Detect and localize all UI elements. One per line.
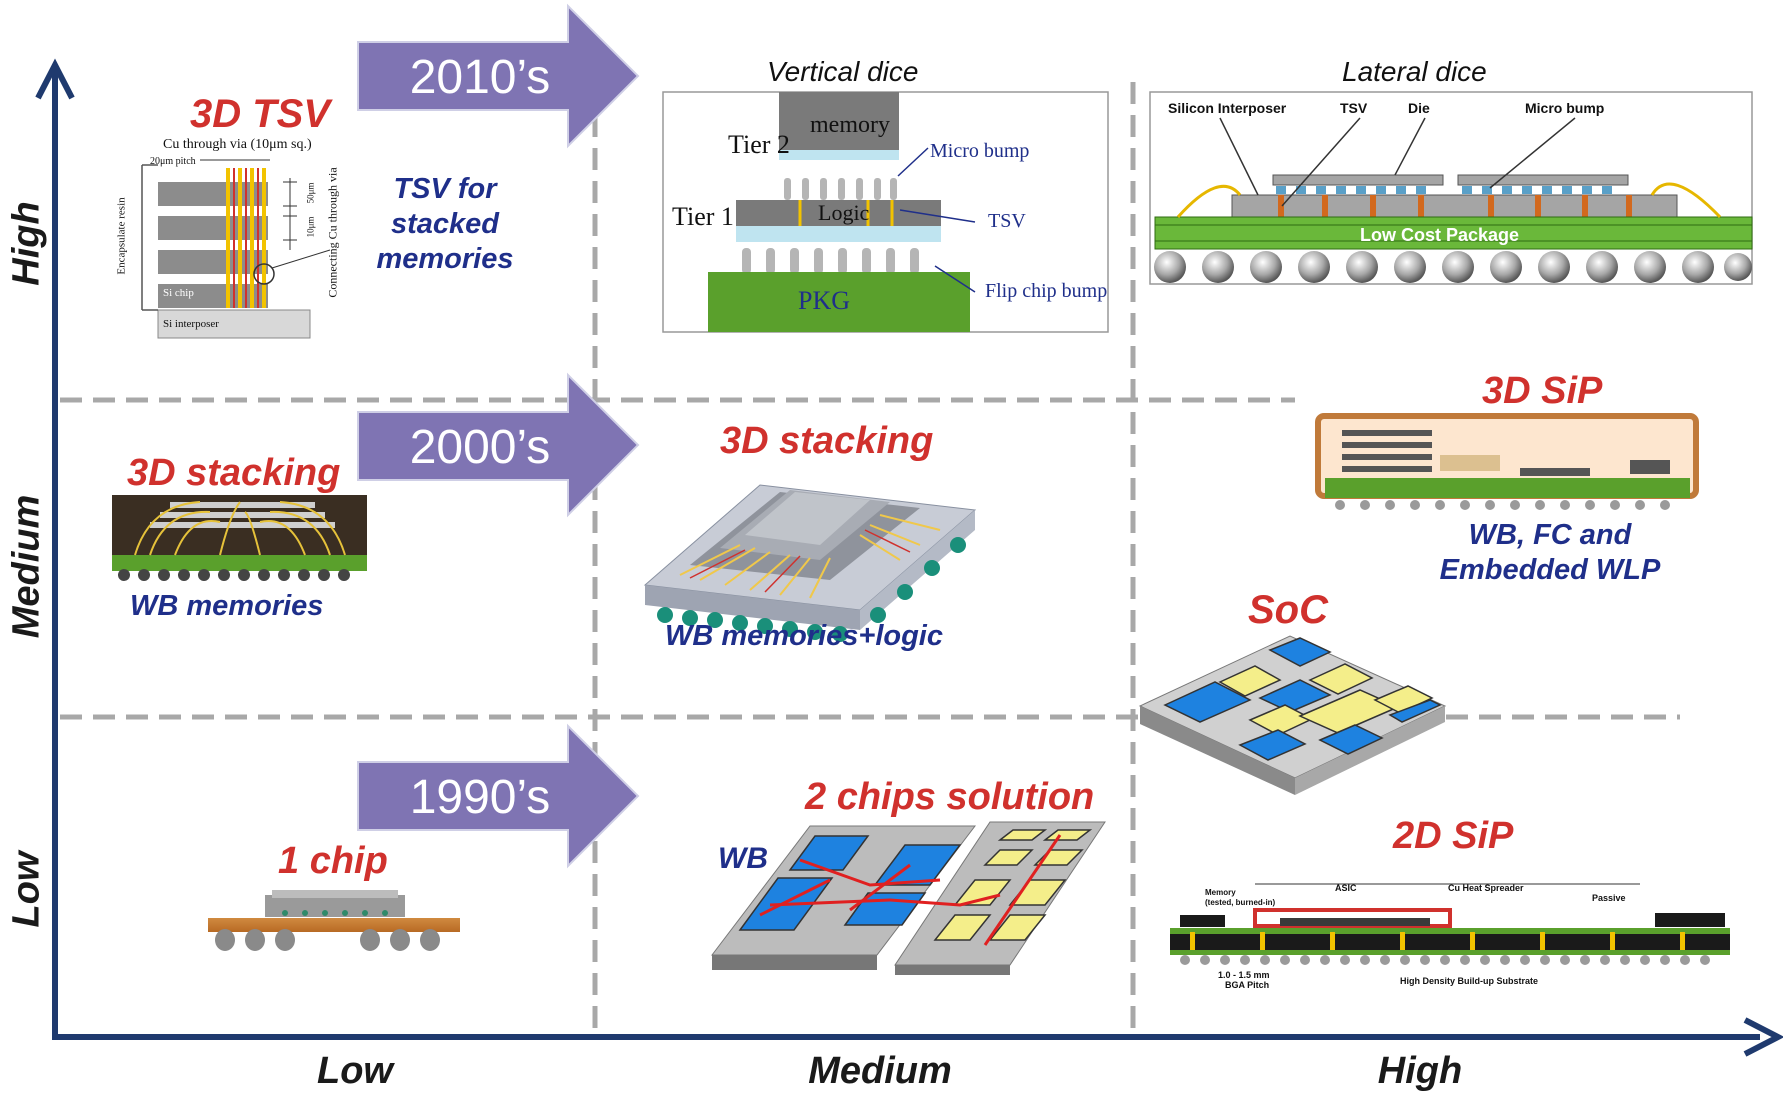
tsv-caption-line-1: TSV for (393, 173, 497, 205)
vertical-label-tsv: TSV (988, 210, 1026, 232)
tsv-label-50um: 50μm (305, 182, 316, 204)
vertical-label-micro-bump: Micro bump (930, 140, 1030, 162)
sip2d-label-heat-spreader: Cu Heat Spreader (1448, 883, 1524, 893)
lateral-label-tsv: TSV (1340, 100, 1368, 116)
x-axis-label-medium: Medium (808, 1050, 952, 1092)
tsv-caption: TSV for stacked memories (365, 172, 525, 277)
sip2d-label-asic: ASIC (1335, 883, 1357, 893)
sip3d-caption-line-2: Embedded WLP (1439, 554, 1661, 586)
soc-chip (1138, 635, 1447, 795)
tsv-label-10um: 10μm (305, 216, 316, 238)
stack-mid-caption: WB memories+logic (665, 620, 943, 652)
sip2d-package (1170, 883, 1730, 965)
one-chip-title: 1 chip (278, 840, 388, 882)
two-chips-wb-label: WB (718, 842, 768, 875)
vertical-label-flip-chip: Flip chip bump (985, 280, 1108, 302)
stack-low-title: 3D stacking (127, 452, 341, 494)
sip2d-label-memory: Memory (1205, 888, 1236, 897)
lateral-dice-panel (1149, 91, 1753, 285)
sip2d-label-pitch: 1.0 - 1.5 mm (1218, 970, 1270, 980)
two-chips-package (710, 821, 1106, 975)
sip3d-caption: WB, FC and Embedded WLP (1420, 518, 1680, 588)
tsv-caption-line-2: stacked (390, 208, 499, 240)
tsv-title: 3D TSV (190, 92, 331, 136)
vertical-dice-panel (662, 91, 1109, 333)
lateral-label-silicon-interposer: Silicon Interposer (1168, 100, 1287, 116)
era-label-2010s: 2010’s (409, 51, 551, 104)
lateral-label-die: Die (1408, 100, 1430, 116)
x-axis-label-high: High (1377, 1050, 1463, 1092)
stack-mid-title: 3D stacking (720, 420, 934, 462)
sip3d-caption-line-1: WB, FC and (1468, 519, 1632, 551)
tsv-cross-section (141, 159, 331, 339)
x-axis-arrowhead (1743, 1017, 1783, 1057)
era-arrows (357, 3, 640, 869)
sip2d-label-bga-pitch: BGA Pitch (1225, 980, 1270, 990)
sip2d-label-passive: Passive (1592, 893, 1626, 903)
lateral-label-micro-bump: Micro bump (1525, 100, 1605, 116)
tsv-label-resin: Encapsulate resin (115, 197, 128, 275)
tsv-label-via: Cu through via (10μm sq.) (163, 137, 312, 152)
vertical-label-logic: Logic (818, 200, 870, 225)
vertical-label-pkg: PKG (798, 286, 851, 315)
one-chip-package (208, 890, 460, 951)
vertical-dice-caption: Vertical dice (767, 56, 919, 87)
vertical-label-memory: memory (810, 112, 890, 138)
wb-memories-package (112, 495, 367, 581)
sip3d-package (1315, 413, 1699, 510)
y-axis-label-medium: Medium (5, 494, 48, 639)
y-axis-label-low: Low (5, 851, 48, 928)
sip3d-title: 3D SiP (1482, 370, 1603, 412)
sip2d-label-memory-tested: (tested, burned-in) (1205, 898, 1276, 907)
axes (52, 70, 1760, 1040)
tsv-label-connecting: Connecting Cu through via (325, 167, 340, 298)
y-axis-arrowhead (35, 58, 75, 100)
stack-low-caption: WB memories (130, 590, 324, 622)
vertical-label-tier1: Tier 1 (672, 202, 734, 231)
sip2d-title: 2D SiP (1393, 815, 1514, 857)
tsv-caption-line-3: memories (376, 243, 514, 275)
vertical-label-tier2: Tier 2 (728, 130, 790, 159)
lateral-dice-caption: Lateral dice (1342, 56, 1487, 87)
grid-lines (60, 82, 1680, 1030)
sip2d-label-substrate: High Density Build-up Substrate (1400, 976, 1539, 986)
tsv-label-pitch: 20μm pitch (150, 156, 196, 167)
era-label-1990s: 1990’s (409, 771, 551, 824)
two-chips-title: 2 chips solution (805, 776, 1095, 818)
x-axis-label-low: Low (317, 1050, 393, 1092)
era-label-2000s: 2000’s (409, 421, 551, 474)
lateral-label-package: Low Cost Package (1360, 225, 1520, 245)
soc-title: SoC (1248, 588, 1328, 632)
y-axis-label-high: High (5, 201, 48, 286)
wb-memories-logic-package (643, 484, 977, 642)
tsv-label-si-chip: Si chip (163, 287, 194, 299)
tsv-label-si-interposer: Si interposer (163, 318, 219, 330)
